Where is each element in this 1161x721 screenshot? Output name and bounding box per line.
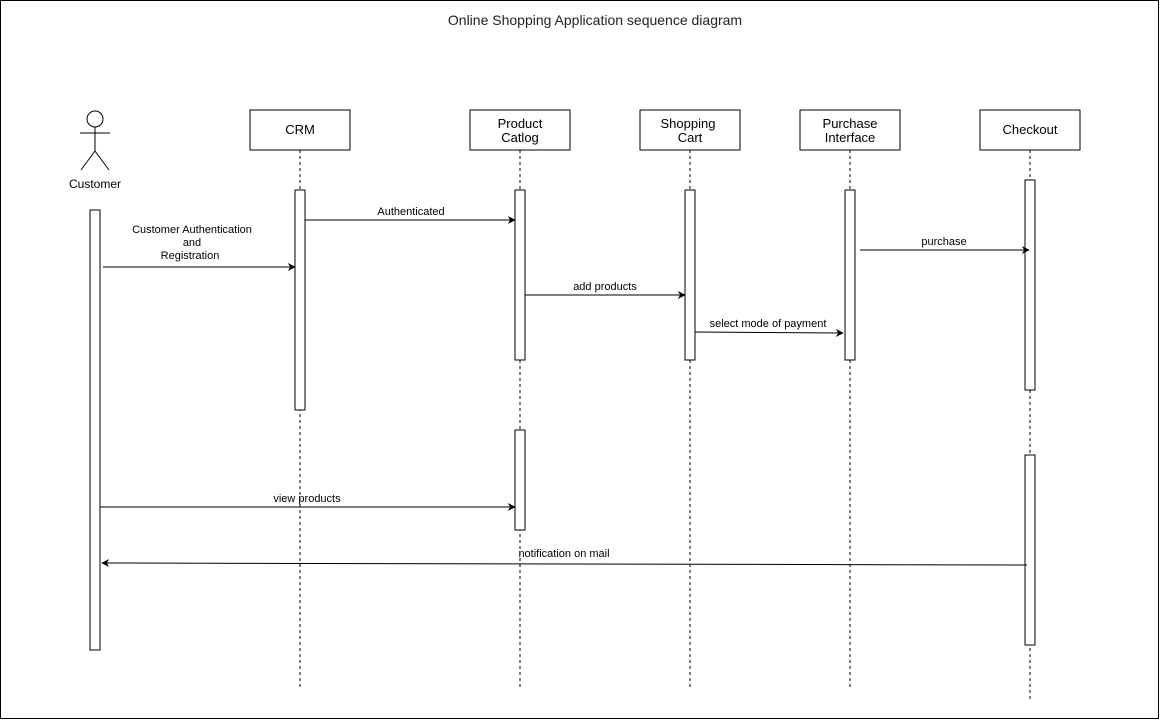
actor-right-leg xyxy=(94,150,110,171)
activation-crm xyxy=(294,189,306,411)
activation-checkout-1 xyxy=(1024,179,1036,391)
participant-box xyxy=(639,109,741,151)
participant-product-catlog: Product Catlog xyxy=(469,109,571,151)
participant-label-line-2: Cart xyxy=(678,130,703,145)
message-arrow xyxy=(694,328,844,337)
message-purchase: purchase xyxy=(860,236,1030,254)
activation-product-catlog-2 xyxy=(514,429,526,531)
participant-box xyxy=(799,109,901,151)
message-authenticated: Authenticated xyxy=(305,206,516,224)
actor-left-leg xyxy=(80,150,96,171)
message-notification-on-mail: notification on mail xyxy=(101,548,1028,568)
participant-box xyxy=(979,109,1081,151)
message-customer-authentication: Customer Authentication and Registration xyxy=(103,224,296,271)
participant-checkout: Checkout xyxy=(979,109,1081,151)
message-arrow xyxy=(101,559,1028,568)
participant-label-line-2: Catlog xyxy=(501,130,539,145)
activation-checkout-2 xyxy=(1024,454,1036,646)
message-label: add products xyxy=(573,281,637,293)
message-select-mode-of-payment: select mode of payment xyxy=(694,318,844,337)
message-add-products: add products xyxy=(525,281,686,299)
diagram-title: Online Shopping Application sequence dia… xyxy=(447,12,743,28)
message-label: Authenticated xyxy=(377,206,444,218)
message-label-line-1: Customer Authentication xyxy=(132,224,252,236)
activation-product-catlog-1 xyxy=(514,189,526,361)
activation-customer xyxy=(89,209,101,651)
participant-purchase-interface: Purchase Interface xyxy=(799,109,901,151)
activation-shopping-cart xyxy=(684,189,696,361)
participant-label-line-1: Purchase xyxy=(823,116,878,131)
participant-crm: CRM xyxy=(249,109,351,151)
participant-box xyxy=(249,109,351,151)
customer-actor: Customer xyxy=(69,110,121,191)
message-view-products: view products xyxy=(100,493,516,511)
participant-label: CRM xyxy=(285,122,315,137)
participant-label-line-2: Interface xyxy=(825,130,876,145)
message-label: notification on mail xyxy=(518,548,609,560)
actor-label: Customer xyxy=(69,177,121,191)
actor-head xyxy=(86,110,104,128)
lifelines xyxy=(299,150,1031,700)
participant-label-line-1: Product xyxy=(498,116,543,131)
message-label: view products xyxy=(273,493,341,505)
message-label-line-2: and xyxy=(183,237,201,249)
message-label-line-3: Registration xyxy=(161,250,220,262)
message-label: purchase xyxy=(921,236,966,248)
participant-shopping-cart: Shopping Cart xyxy=(639,109,741,151)
activation-bars xyxy=(89,179,1036,651)
activation-purchase-interface xyxy=(844,189,856,361)
participant-label: Checkout xyxy=(1003,122,1058,137)
message-label: select mode of payment xyxy=(710,318,827,330)
participant-label-line-1: Shopping xyxy=(661,116,716,131)
